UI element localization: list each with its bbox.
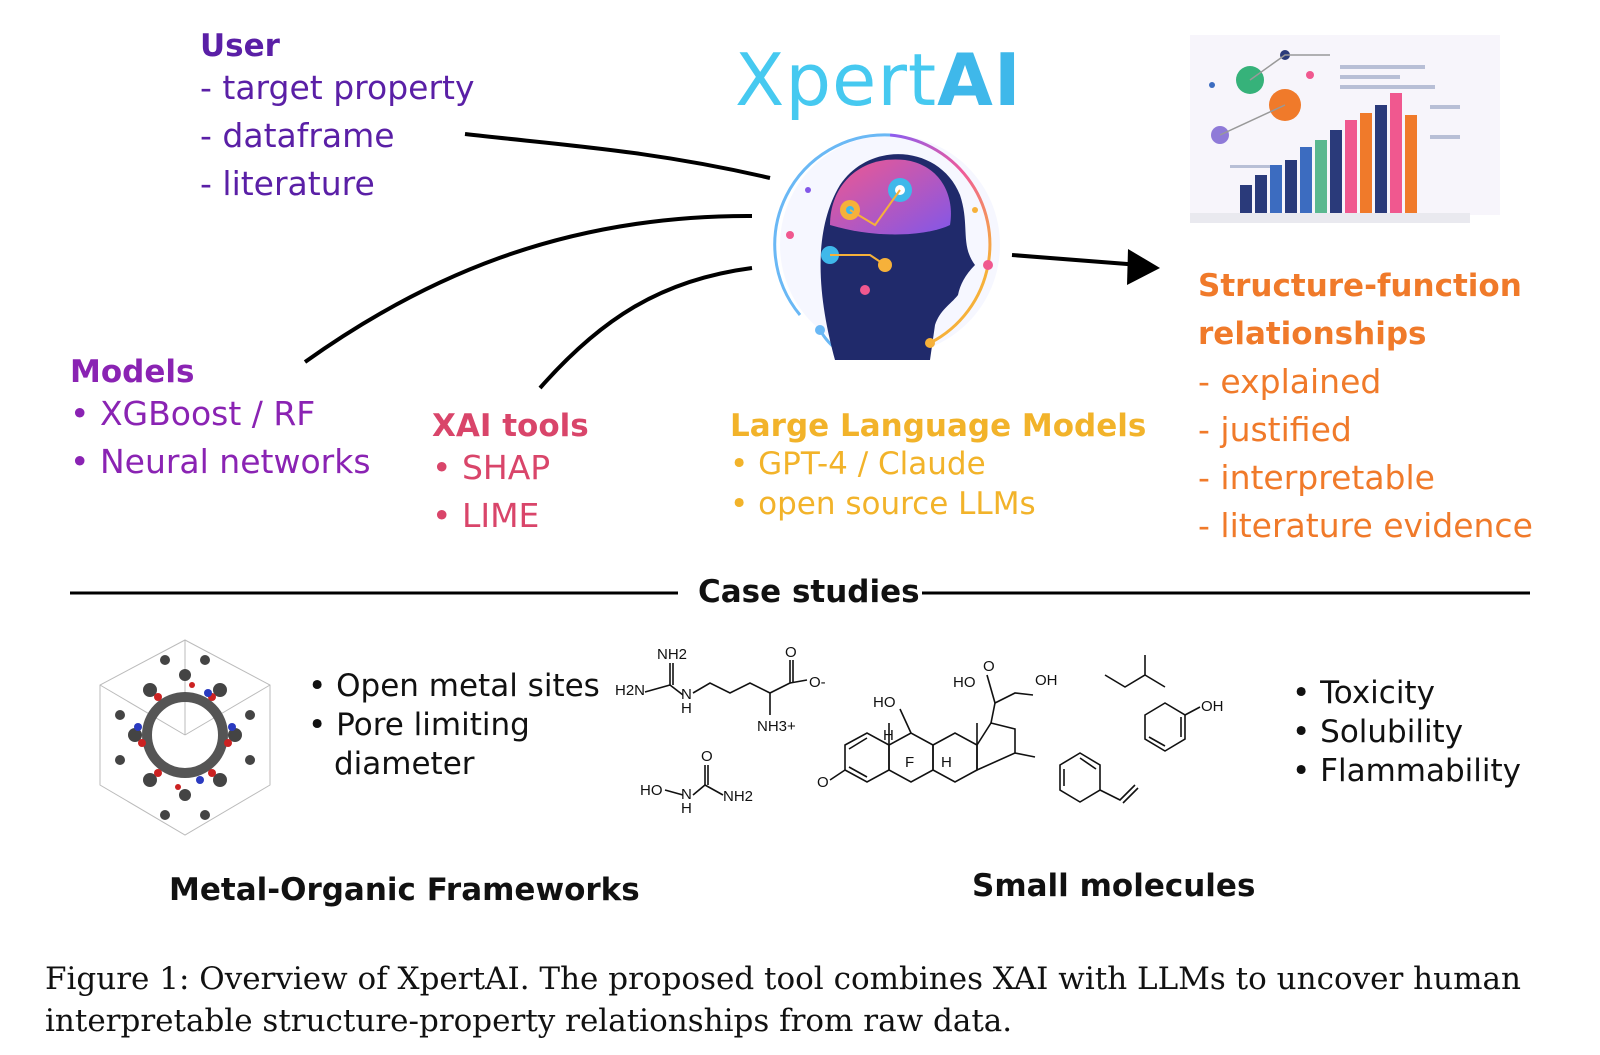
llm-item: • open source LLMs (730, 486, 1036, 522)
chemical-structures: NH2 H2N N H O O- NH3+ HO N H O NH2 HO HO… (615, 645, 1224, 817)
ai-head-illustration (773, 133, 1000, 360)
llm-list: • GPT-4 / Claude • open source LLMs (730, 444, 1146, 524)
chem-label: O (701, 748, 713, 765)
output-heading-line1: Structure-function (1198, 268, 1522, 304)
models-item: • XGBoost / RF (70, 394, 316, 433)
output-item: - justified (1198, 410, 1352, 449)
chem-label: H (883, 727, 894, 744)
models-item: • Neural networks (70, 442, 371, 481)
curve-xai (538, 266, 753, 390)
chem-label: H2N (615, 682, 645, 699)
mof-structure-image (99, 639, 271, 836)
user-item: - dataframe (200, 116, 395, 155)
chem-label: HO (640, 782, 663, 799)
xai-block: XAI tools • SHAP • LIME (432, 408, 589, 540)
user-block: User - target property - dataframe - lit… (200, 28, 475, 208)
chem-label: OH (1201, 698, 1224, 715)
output-heading-line2: relationships (1198, 316, 1427, 352)
models-heading: Models (70, 354, 195, 390)
chem-label: O (785, 645, 797, 661)
output-item: - explained (1198, 362, 1382, 401)
small-molecule-bullet: • Flammability (1292, 753, 1521, 789)
output-block: Structure-function relationships - expla… (1198, 262, 1533, 550)
brand-part1: Xpert (735, 38, 938, 122)
brand-part2: AI (937, 38, 1022, 122)
chem-label: N (681, 686, 692, 703)
llm-block: Large Language Models • GPT-4 / Claude •… (730, 408, 1146, 524)
mof-bullet: • Pore limiting (308, 707, 530, 743)
xai-heading: XAI tools (432, 408, 589, 444)
chem-label: OH (1035, 672, 1058, 689)
models-list: • XGBoost / RF • Neural networks (70, 390, 371, 486)
chem-label: F (905, 754, 914, 771)
output-item: - interpretable (1198, 458, 1435, 497)
llm-item: • GPT-4 / Claude (730, 446, 986, 482)
small-molecule-bullets: • Toxicity • Solubility • Flammability (1292, 674, 1521, 791)
figure-caption: Figure 1: Overview of XpertAI. The propo… (45, 958, 1585, 1042)
curve-models (303, 213, 753, 364)
chem-label: H (681, 800, 692, 817)
chem-label: O- (809, 674, 826, 691)
chart-illustration (1190, 35, 1500, 223)
chem-label: NH3+ (757, 718, 796, 735)
mof-bullets: • Open metal sites • Pore limiting diame… (308, 667, 600, 784)
small-molecule-bullet: • Toxicity (1292, 675, 1435, 711)
output-item: - literature evidence (1198, 506, 1533, 545)
brand-logo: XpertAI (735, 38, 1022, 122)
mof-bullet: • Open metal sites (308, 668, 600, 704)
llm-heading: Large Language Models (730, 408, 1147, 444)
output-list: - explained - justified - interpretable … (1198, 358, 1533, 550)
xai-list: • SHAP • LIME (432, 444, 589, 540)
caption-line: interpretable structure-property relatio… (45, 1003, 1013, 1039)
chem-label: NH2 (657, 646, 687, 663)
xai-item: • SHAP (432, 448, 551, 487)
chem-label: H (941, 754, 952, 771)
chem-label: HO (953, 674, 976, 691)
user-heading: User (200, 28, 280, 64)
curve-user (464, 132, 771, 180)
mof-title: Metal-Organic Frameworks (169, 872, 640, 908)
small-molecules-title: Small molecules (972, 868, 1256, 904)
chem-label: HO (873, 694, 896, 711)
arrowhead (1127, 249, 1160, 285)
case-studies-title: Case studies (698, 574, 920, 610)
small-molecule-bullet: • Solubility (1292, 714, 1464, 750)
user-item: - literature (200, 164, 375, 203)
xai-item: • LIME (432, 496, 540, 535)
models-block: Models • XGBoost / RF • Neural networks (70, 354, 371, 486)
arrow-output (1011, 253, 1141, 267)
caption-line: Figure 1: Overview of XpertAI. The propo… (45, 961, 1521, 997)
chart-bars (1240, 93, 1417, 213)
chem-label: NH2 (723, 788, 753, 805)
chem-label: H (681, 700, 692, 717)
user-list: - target property - dataframe - literatu… (200, 64, 475, 208)
chem-label: O (817, 774, 829, 791)
chem-label: N (681, 786, 692, 803)
chem-label: O (983, 658, 995, 675)
mof-bullet: diameter (334, 746, 475, 782)
user-item: - target property (200, 68, 475, 107)
